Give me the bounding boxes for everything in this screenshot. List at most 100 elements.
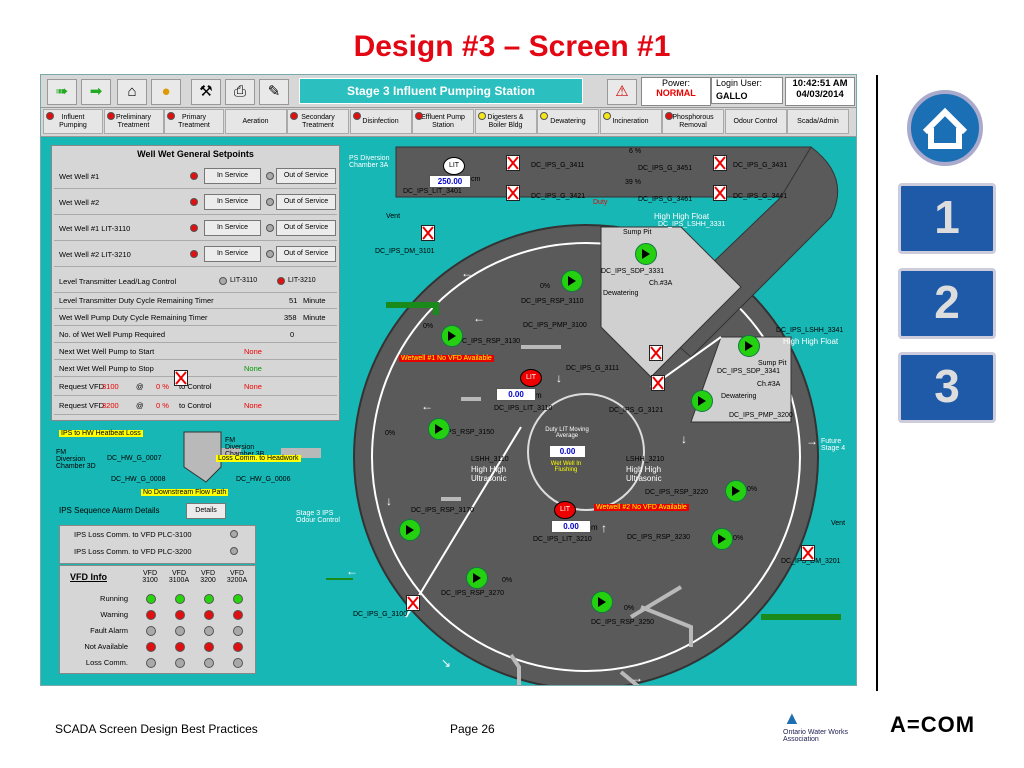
in-service-button[interactable]: In Service xyxy=(204,220,261,236)
out-of-service-button[interactable]: Out of Service xyxy=(276,246,336,262)
process-label: m xyxy=(535,391,542,400)
screen-1-button[interactable]: 1 xyxy=(898,183,996,254)
nav-item-label: Digesters & Boiler Bldg xyxy=(487,113,524,129)
power-value: NORMAL xyxy=(656,88,696,98)
process-label: DC_HW_G_0008 xyxy=(111,476,166,483)
nav-item-12[interactable]: Scada/Admin xyxy=(787,109,849,134)
nav-item-6[interactable]: Effluent Pump Station xyxy=(412,109,474,134)
pump-icon-1[interactable] xyxy=(441,325,463,347)
pump-icon-6[interactable] xyxy=(725,480,747,502)
process-label: DC_IPS_G_3451 xyxy=(638,165,693,172)
pump-icon-2[interactable] xyxy=(428,418,450,440)
gate-valve-icon[interactable] xyxy=(651,375,665,391)
vfd-status-led xyxy=(175,594,185,604)
nav-item-4[interactable]: Secondary Treatment xyxy=(287,109,349,134)
nav-item-5[interactable]: Disinfection xyxy=(349,109,412,134)
home-icon[interactable]: ⌂ xyxy=(117,79,147,105)
pump-icon-9[interactable] xyxy=(738,335,760,357)
lit-3110-indicator[interactable] xyxy=(219,277,227,285)
nav-status-led xyxy=(415,112,423,120)
pump-icon-3[interactable] xyxy=(399,519,421,541)
station-title: Stage 3 Influent Pumping Station xyxy=(299,78,583,104)
gate-valve-icon[interactable] xyxy=(713,155,727,171)
nav-item-0[interactable]: Influent Pumping xyxy=(43,109,103,134)
lit-indicator-1[interactable]: LIT xyxy=(520,369,542,387)
next-start-value: None xyxy=(244,346,262,356)
gate-valve-icon[interactable] xyxy=(506,185,520,201)
forward-arrow-icon[interactable]: ➡ xyxy=(81,79,111,105)
gate-valve-icon[interactable] xyxy=(406,595,420,611)
timer2-label: Wet Well Pump Duty Cycle Remaining Timer xyxy=(59,312,208,322)
lit-indicator-0[interactable]: LIT xyxy=(443,157,465,175)
vfd-status-led xyxy=(146,642,156,652)
nav-item-3[interactable]: Aeration xyxy=(224,109,287,134)
pump-icon-5[interactable] xyxy=(591,591,613,613)
nav-item-7[interactable]: Digesters & Boiler Bldg xyxy=(474,109,537,134)
nav-item-2[interactable]: Primary Treatment xyxy=(164,109,224,134)
nav-item-label: Influent Pumping xyxy=(59,113,87,129)
gate-valve-icon[interactable] xyxy=(506,155,520,171)
pump-icon-4[interactable] xyxy=(466,567,488,589)
toolbar: ➠ ➡ ⌂ ● ⚒ ⎙ ✎ Stage 3 Influent Pumping S… xyxy=(41,75,856,108)
pump-icon-0[interactable] xyxy=(561,270,583,292)
notes-icon[interactable]: ✎ xyxy=(259,79,289,105)
process-label: DC_IPS_DM_3201 xyxy=(781,558,841,565)
out-of-service-button[interactable]: Out of Service xyxy=(276,220,336,236)
nav-item-10[interactable]: Phosphorous Removal xyxy=(662,109,724,134)
process-label: Sump Pit xyxy=(758,360,787,367)
nav-item-label: Scada/Admin xyxy=(797,117,839,125)
out-service-indicator xyxy=(266,172,274,180)
nav-status-led xyxy=(540,112,548,120)
process-label: DC_IPS_LSHH_3341 xyxy=(776,327,844,334)
nav-item-1[interactable]: Preliminary Treatment xyxy=(103,109,164,134)
vfd-col-header: VFD 3100A xyxy=(168,570,190,584)
svg-text:←: ← xyxy=(421,399,433,413)
process-label: DC_IPS_G_3411 xyxy=(531,162,585,169)
pump-icon-10[interactable] xyxy=(691,390,713,412)
loss-comm-panel: IPS Loss Comm. to VFD PLC-3100 IPS Loss … xyxy=(59,525,256,564)
gate-valve-icon[interactable] xyxy=(713,185,727,201)
in-service-button[interactable]: In Service xyxy=(204,168,261,184)
in-service-button[interactable]: In Service xyxy=(204,246,261,262)
nav-item-11[interactable]: Odour Control xyxy=(724,109,787,134)
gate-valve-icon[interactable] xyxy=(174,370,188,386)
vfd-row-label: Fault Alarm xyxy=(90,626,128,635)
login-user[interactable]: Login User: GALLO xyxy=(711,77,783,104)
vfd-status-led xyxy=(175,642,185,652)
alarm-bell-icon[interactable]: ● xyxy=(151,79,181,105)
gate-valve-icon[interactable] xyxy=(421,225,435,241)
scada-screen: ➠ ➡ ⌂ ● ⚒ ⎙ ✎ Stage 3 Influent Pumping S… xyxy=(40,74,857,686)
process-label: DC_IPS_RSP_3110 xyxy=(521,298,584,305)
process-label: Dewatering xyxy=(603,290,639,297)
gate-valve-icon[interactable] xyxy=(649,345,663,361)
back-arrow-icon[interactable]: ➠ xyxy=(47,79,77,105)
well-label: Wet Well #1 LIT-3110 xyxy=(59,223,131,233)
home-button[interactable] xyxy=(900,88,990,168)
screen-3-button[interactable]: 3 xyxy=(898,352,996,423)
nav-item-8[interactable]: Dewatering xyxy=(537,109,599,134)
details-button[interactable]: Details xyxy=(186,503,226,519)
process-diagram: ← ← ← ↓ ← → ↓ ↓ ↘ → ↑ xyxy=(183,146,841,685)
in-service-button[interactable]: In Service xyxy=(204,194,261,210)
alarm-silence-icon[interactable]: ⚠ xyxy=(607,79,637,105)
lit3210-value-box: 0.00 xyxy=(551,520,591,533)
lit3401-value-box: 250.00 xyxy=(429,175,471,188)
gate-valve-icon[interactable] xyxy=(801,545,815,561)
valve-x-icon xyxy=(507,186,519,200)
pump-icon-7[interactable] xyxy=(711,528,733,550)
printer-icon[interactable]: ⎙ xyxy=(225,79,255,105)
vfd-status-led xyxy=(146,658,156,668)
out-of-service-button[interactable]: Out of Service xyxy=(276,194,336,210)
pump-icon-8[interactable] xyxy=(635,243,657,265)
screen-2-button[interactable]: 2 xyxy=(898,268,996,339)
nav-item-9[interactable]: Incineration xyxy=(599,109,662,134)
login-value: GALLO xyxy=(716,91,748,101)
lit-indicator-2[interactable]: LIT xyxy=(554,501,576,519)
out-of-service-button[interactable]: Out of Service xyxy=(276,168,336,184)
process-label: 6 % xyxy=(629,148,642,155)
tools-icon[interactable]: ⚒ xyxy=(191,79,221,105)
lit-3210-indicator[interactable] xyxy=(277,277,285,285)
svg-text:↓: ↓ xyxy=(556,371,562,385)
